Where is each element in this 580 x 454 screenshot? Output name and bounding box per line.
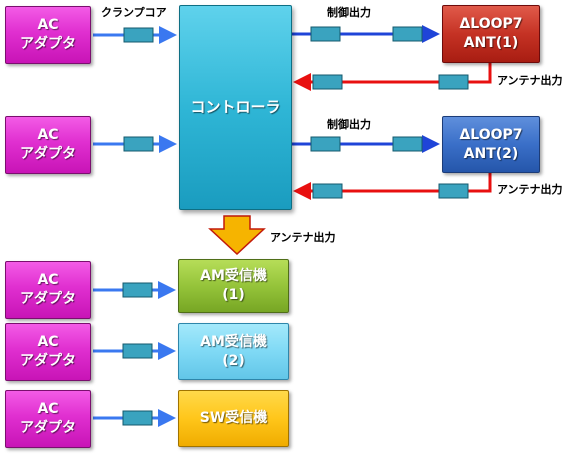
controller-box: コントローラ bbox=[179, 5, 292, 210]
am-receiver-2: AM受信機 (2) bbox=[178, 323, 289, 380]
clamp-core-label: クランプコア bbox=[101, 6, 167, 19]
antenna-output-label-1: アンテナ出力 bbox=[497, 74, 563, 87]
antenna-return-arrow-1 bbox=[293, 63, 492, 91]
ac2-to-controller-arrow bbox=[93, 135, 177, 153]
clamp-core-9 bbox=[312, 183, 343, 199]
loop-antenna-2: ΔLOOP7 ANT(2) bbox=[442, 116, 540, 173]
clamp-core-6 bbox=[438, 74, 469, 90]
clamp-core-4 bbox=[392, 26, 423, 42]
clamp-core-13 bbox=[122, 410, 153, 426]
control-output-label-1: 制御出力 bbox=[327, 6, 371, 19]
clamp-core-1 bbox=[123, 27, 154, 43]
antenna-output-label-2: アンテナ出力 bbox=[497, 183, 563, 196]
antenna-output-big-arrow bbox=[208, 215, 266, 256]
ac3-to-am1-arrow bbox=[93, 281, 176, 299]
ac-adapter-3: AC アダプタ bbox=[5, 261, 91, 319]
am-receiver-1: AM受信機 (1) bbox=[178, 259, 289, 313]
clamp-core-3 bbox=[310, 26, 341, 42]
control-output-arrow-2 bbox=[292, 135, 440, 153]
clamp-core-11 bbox=[122, 282, 153, 298]
ac-adapter-2: AC アダプタ bbox=[5, 116, 91, 174]
clamp-core-10 bbox=[438, 183, 469, 199]
clamp-core-8 bbox=[392, 136, 423, 152]
loop-antenna-1: ΔLOOP7 ANT(1) bbox=[442, 5, 540, 63]
ac-adapter-5: AC アダプタ bbox=[5, 390, 91, 448]
ac1-to-controller-arrow bbox=[93, 26, 177, 44]
ac5-to-sw-arrow bbox=[93, 409, 176, 427]
sw-receiver: SW受信機 bbox=[178, 390, 289, 447]
ac-adapter-1: AC アダプタ bbox=[5, 6, 91, 64]
ac4-to-am2-arrow bbox=[93, 342, 176, 360]
clamp-core-12 bbox=[122, 343, 153, 359]
control-output-arrow-1 bbox=[292, 25, 440, 43]
clamp-core-5 bbox=[312, 74, 343, 90]
control-output-label-2: 制御出力 bbox=[327, 118, 371, 131]
ac-adapter-4: AC アダプタ bbox=[5, 323, 91, 381]
controller-label: コントローラ bbox=[190, 98, 281, 116]
antenna-output-main-label: アンテナ出力 bbox=[270, 231, 336, 244]
antenna-return-arrow-2 bbox=[293, 173, 492, 200]
clamp-core-7 bbox=[310, 136, 341, 152]
clamp-core-2 bbox=[123, 136, 154, 152]
